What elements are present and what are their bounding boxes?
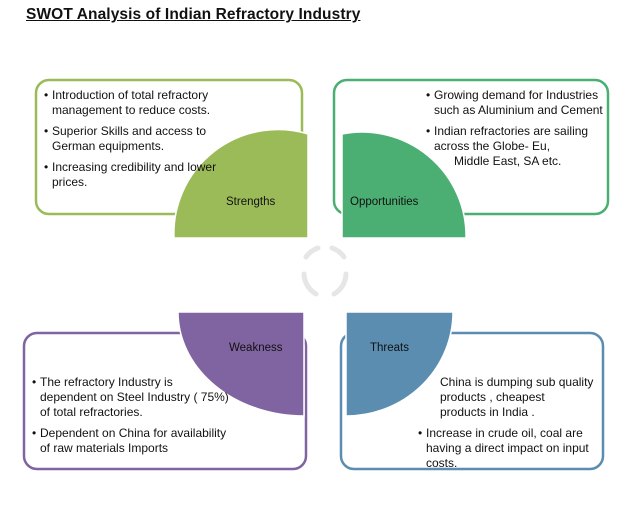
weakness-bullet: Dependent on China for availability of r…	[32, 426, 232, 456]
weakness-bullet: The refractory Industry is dependent on …	[32, 375, 232, 420]
strengths-text: Introduction of total refractory managem…	[44, 88, 224, 196]
weakness-text: The refractory Industry is dependent on …	[32, 375, 232, 462]
threats-bullet: Increase in crude oil, coal are having a…	[418, 426, 594, 471]
opportunities-quadrant	[341, 131, 467, 239]
opportunities-line: Middle East, SA etc.	[454, 154, 562, 168]
opportunities-text: Growing demand for Industries such as Al…	[426, 88, 604, 175]
opportunities-bullet: Growing demand for Industries such as Al…	[426, 88, 604, 118]
threats-label: Threats	[370, 342, 409, 354]
weakness-label: Weakness	[229, 342, 283, 354]
strengths-label: Strengths	[226, 196, 276, 208]
opportunities-bullet: Indian refractories are sailing across t…	[426, 124, 604, 154]
strengths-bullet: Introduction of total refractory managem…	[44, 88, 224, 118]
threats-line: China is dumping sub quality products , …	[440, 375, 594, 419]
threats-quadrant	[345, 311, 454, 417]
threats-text: China is dumping sub quality products , …	[418, 375, 594, 477]
page-title: SWOT Analysis of Indian Refractory Indus…	[26, 6, 361, 23]
center-ring	[301, 245, 349, 297]
strengths-bullet: Increasing credibility and lower prices.	[44, 160, 224, 190]
opportunities-label: Opportunities	[350, 196, 419, 208]
strengths-bullet: Superior Skills and access to German equ…	[44, 124, 224, 154]
